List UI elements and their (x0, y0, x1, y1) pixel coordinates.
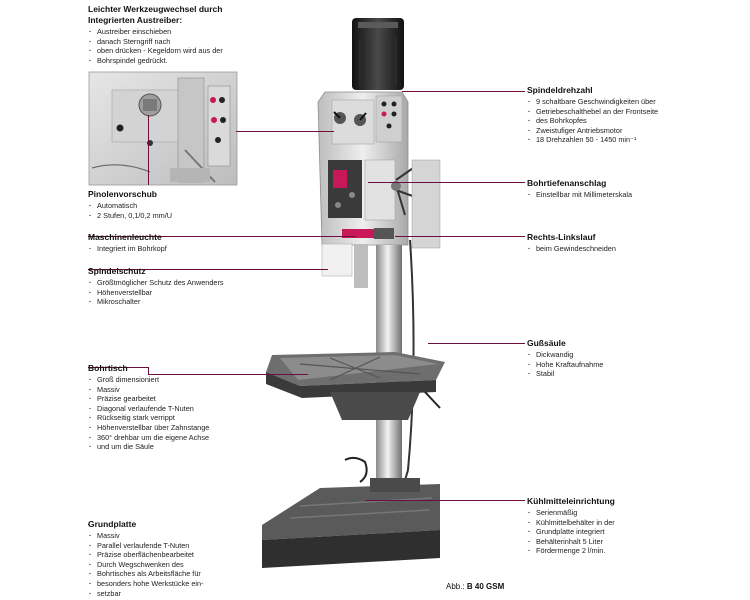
list-item: Präzise oberflächenbearbeitet (88, 550, 204, 560)
list-item: Automatisch (88, 201, 172, 211)
list-item: Massiv (88, 531, 204, 541)
list-item: besonders hohe Werkstücke ein- (88, 579, 204, 589)
list-item: beim Gewindeschneiden (527, 244, 616, 254)
drilling-head (317, 91, 441, 288)
list-item: 9 schaltbare Geschwindigkeiten über (527, 97, 658, 107)
list-item: Fördermenge 2 l/min. (527, 546, 615, 556)
list-item: Austreiber einschieben (88, 27, 223, 37)
leader-line (428, 343, 525, 344)
list-item: Höhenverstellbar über Zahnstange (88, 423, 209, 433)
callout-title: Spindelschutz (88, 266, 146, 276)
inset-tool-change-photo (88, 71, 238, 186)
leader-line (88, 269, 328, 270)
leader-line (148, 367, 149, 375)
callout-title: Gußsäule (527, 338, 566, 348)
list-item: Zweistufiger Antriebsmotor (527, 126, 658, 136)
callout-bohrtiefenanschlag: Bohrtiefenanschlag Einstellbar mit Milli… (527, 178, 632, 200)
list-item: Hohe Kraftaufnahme (527, 360, 603, 370)
list-item: Parallel verlaufende T-Nuten (88, 541, 204, 551)
list-item: und um die Säule (88, 442, 209, 452)
callout-grundplatte: Grundplatte Massiv Parallel verlaufende … (88, 519, 204, 598)
base-plate (262, 456, 440, 568)
callout-title: Grundplatte (88, 519, 137, 529)
callout-title: Leichter Werkzeugwechsel durch (88, 4, 223, 14)
callout-spindelschutz: Spindelschutz Größtmöglicher Schutz des … (88, 266, 224, 307)
leader-line (402, 91, 525, 92)
list-item: setzbar (88, 589, 204, 599)
list-item: Grundplatte integriert (527, 527, 615, 537)
list-item: des Bohrkopfes (527, 116, 658, 126)
list-item: Stabil (527, 369, 603, 379)
list-item: Massiv (88, 385, 209, 395)
leader-line (236, 131, 334, 132)
list-item: Einstellbar mit Millimeterskala (527, 190, 632, 200)
leader-line (368, 182, 525, 183)
leader-line (148, 115, 149, 183)
list-item: Diagonal verlaufende T-Nuten (88, 404, 209, 414)
list-item: Behälterinhalt 5 Liter (527, 537, 615, 547)
list-item: 18 Drehzahlen 50 - 1450 min⁻¹ (527, 135, 658, 145)
leader-line (395, 236, 525, 237)
callout-title: Rechts-Linkslauf (527, 232, 596, 242)
list-item: Präzise gearbeitet (88, 394, 209, 404)
list-item: Durch Wegschwenken des (88, 560, 204, 570)
list-item: Integriert im Bohrkopf (88, 244, 167, 254)
callout-title: Bohrtiefenanschlag (527, 178, 607, 188)
callout-title: Kühlmitteleinrichtung (527, 496, 615, 506)
callout-werkzeugwechsel: Leichter Werkzeugwechsel durch Integrier… (88, 4, 223, 65)
list-item: oben drücken - Kegeldorn wird aus der (88, 46, 223, 56)
list-item: Bohrspindel gedrückt. (88, 56, 223, 66)
callout-title: Integrierten Austreiber: (88, 15, 183, 25)
callout-gusssaeule: Gußsäule Dickwandig Hohe Kraftaufnahme S… (527, 338, 603, 379)
leader-line (148, 374, 308, 375)
list-item: Größtmöglicher Schutz des Anwenders (88, 278, 224, 288)
list-item: Dickwandig (527, 350, 603, 360)
list-item: danach Sterngriff nach (88, 37, 223, 47)
leader-line (365, 500, 525, 501)
callout-title: Bohrtisch (88, 363, 128, 373)
list-item: 360° drehbar um die eigene Achse (88, 433, 209, 443)
leader-line (88, 524, 89, 525)
callout-spindeldrehzahl: Spindeldrehzahl 9 schaltbare Geschwindig… (527, 85, 658, 145)
list-item: Höhenverstellbar (88, 288, 224, 298)
caption-model: B 40 GSM (466, 582, 505, 591)
drill-table (266, 352, 445, 420)
leader-line (148, 183, 149, 185)
callout-rechts-linkslauf: Rechts-Linkslauf beim Gewindeschneiden (527, 232, 616, 254)
list-item: Groß dimensioniert (88, 375, 209, 385)
callout-title: Pinolenvorschub (88, 189, 157, 199)
list-item: Serienmäßig (527, 508, 615, 518)
list-item: Rückseitig stark verrippt (88, 413, 209, 423)
leader-line (88, 367, 148, 368)
callout-bohrtisch: Bohrtisch Groß dimensioniert Massiv Präz… (88, 363, 209, 452)
list-item: Mikroschalter (88, 297, 224, 307)
leader-line (88, 236, 356, 237)
list-item: 2 Stufen, 0,1/0,2 mm/U (88, 211, 172, 221)
caption-prefix: Abb.: (446, 582, 465, 591)
list-item: Getriebeschalthebel an der Frontseite (527, 107, 658, 117)
callout-kuehlmitteleinrichtung: Kühlmitteleinrichtung Serienmäßig Kühlmi… (527, 496, 615, 556)
callout-title: Maschinenleuchte (88, 232, 162, 242)
callout-pinolenvorschub: Pinolenvorschub Automatisch 2 Stufen, 0,… (88, 189, 172, 220)
motor (352, 18, 404, 90)
figure-caption: Abb.: B 40 GSM (446, 582, 504, 591)
callout-maschinenleuchte: Maschinenleuchte Integriert im Bohrkopf (88, 232, 167, 254)
callout-title: Spindeldrehzahl (527, 85, 593, 95)
list-item: Kühlmittelbehälter in der (527, 518, 615, 528)
list-item: Bohrtisches als Arbeitsfläche für (88, 569, 204, 579)
